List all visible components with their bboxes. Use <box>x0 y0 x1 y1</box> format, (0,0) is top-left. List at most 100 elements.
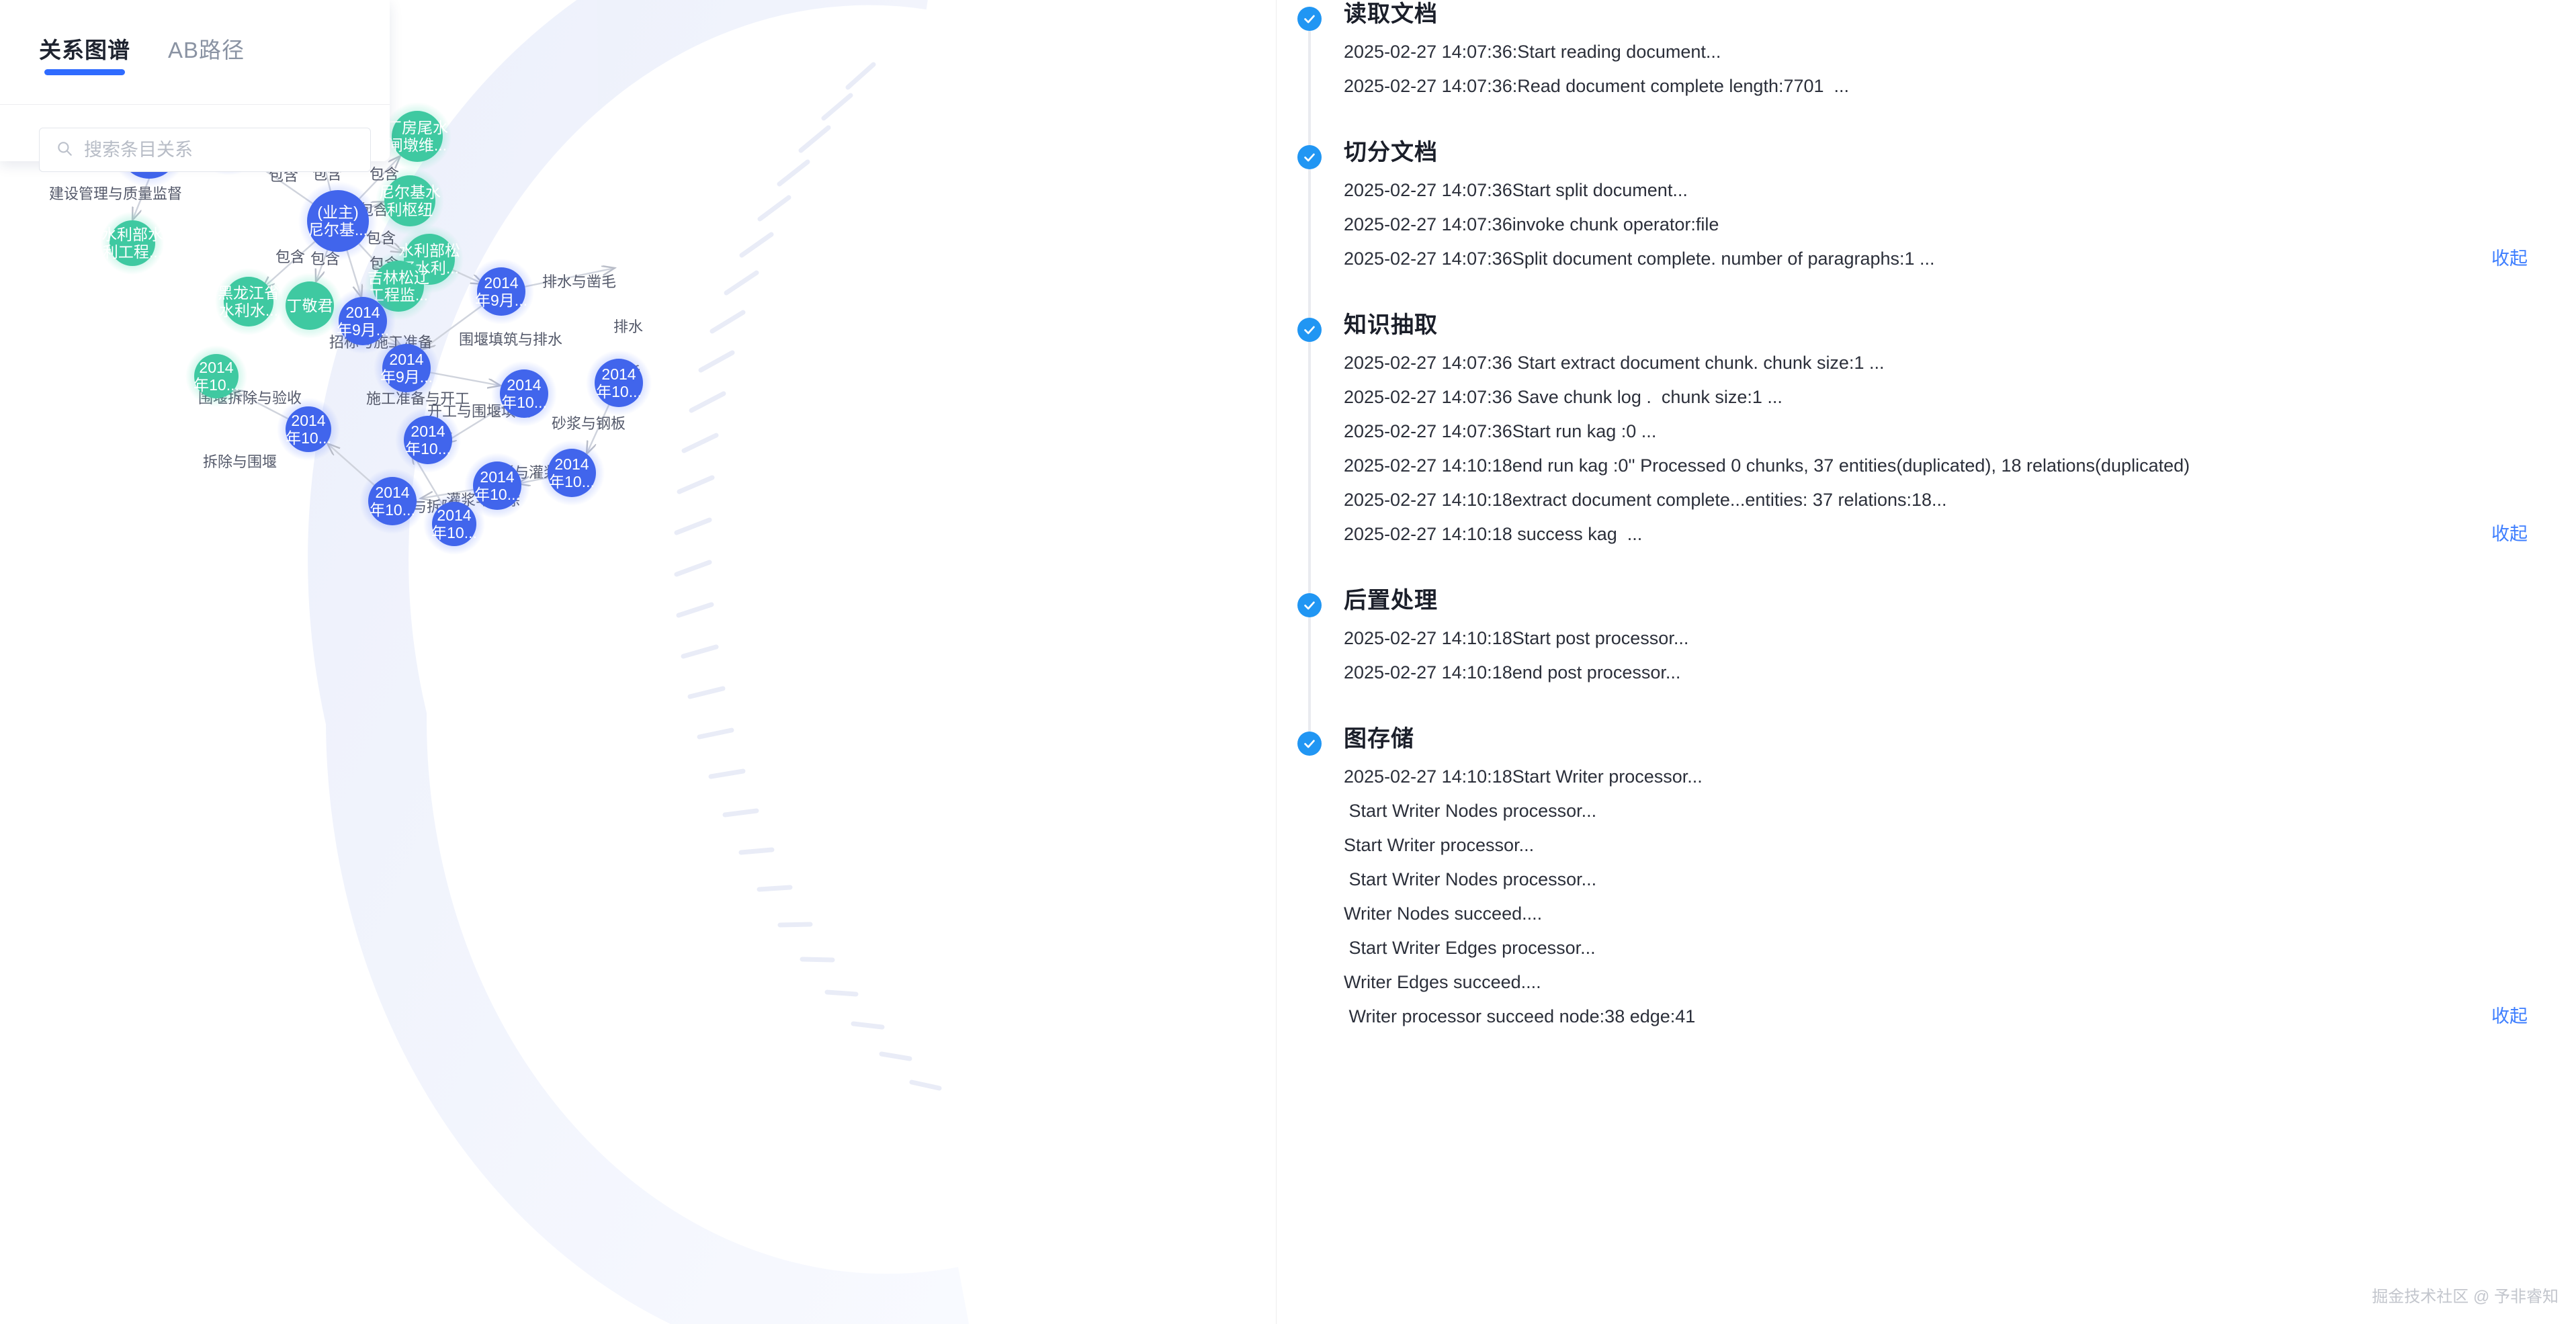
graph-node[interactable]: 2014年10... <box>491 361 557 427</box>
check-circle-icon <box>1297 145 1322 169</box>
node-label: 2014 <box>389 351 423 368</box>
node-label: 厂房尾水 <box>386 119 448 136</box>
node-label: 2014 <box>601 365 636 383</box>
pipeline-step: 后置处理 2025-02-27 14:10:18Start post proces… <box>1277 586 2576 725</box>
step-title: 切分文档 <box>1344 138 2576 164</box>
graph-tab-bar[interactable]: 关系图谱 AB路径 <box>39 32 245 75</box>
step-log-line: 2025-02-27 14:07:36Start split document.… <box>1344 181 2576 216</box>
step-log-line: 2025-02-27 14:10:18end post processor... <box>1344 664 2576 698</box>
collapse-link[interactable]: 收起 <box>2491 1008 2528 1026</box>
node-label: 2014 <box>437 506 471 524</box>
node-label: 吉林松辽 <box>368 269 429 286</box>
edge-label: 围堰填筑与排水 <box>459 331 562 348</box>
graph-node[interactable]: 厂房尾水闸墩维... <box>383 102 452 171</box>
node-label: 年9月... <box>475 292 527 309</box>
step-log-line: 2025-02-27 14:07:36 Save chunk log . chu… <box>1344 388 2576 423</box>
relation-graph-panel[interactable]: 技术负责人与技术支持施工与建设管理建设管理与质量监督包含包含包含包含包含包含包含… <box>0 0 1277 1324</box>
step-title: 后置处理 <box>1344 586 2576 612</box>
node-label: 年9月... <box>380 368 433 386</box>
check-circle-icon <box>1297 318 1322 342</box>
graph-node[interactable]: 2014年10... <box>539 440 605 506</box>
node-label: 2014 <box>480 468 514 486</box>
step-log-line: 2025-02-27 14:07:36Start run kag :0 ... <box>1344 423 2576 457</box>
collapse-link[interactable]: 收起 <box>2491 250 2528 268</box>
node-label: 利枢纽 <box>387 201 433 218</box>
graph-node[interactable]: 尼尔基水利枢纽 <box>376 167 444 235</box>
graph-node[interactable]: 2014年10... <box>277 398 340 461</box>
step-log-lines: 2025-02-27 14:10:18Start post processor.… <box>1344 629 2576 698</box>
node-label: (业主) <box>317 204 358 221</box>
edge-label: 砂浆与钢板 <box>552 415 626 432</box>
search-icon <box>40 140 73 161</box>
node-label: 2014 <box>375 484 409 501</box>
tab-ab-path[interactable]: AB路径 <box>168 32 245 75</box>
search-relation-box[interactable] <box>39 128 371 172</box>
node-label: 年10... <box>474 486 520 503</box>
decorative-arc-band <box>358 0 968 1324</box>
node-label: 年10... <box>194 376 239 394</box>
tab-divider <box>0 104 390 105</box>
step-log-line: 2025-02-27 14:10:18Start post processor.… <box>1344 629 2576 664</box>
step-log-line: 2025-02-27 14:07:36invoke chunk operator… <box>1344 216 2576 250</box>
node-label: 2014 <box>345 304 380 321</box>
graph-node[interactable]: 水利部水利工程... <box>101 212 164 275</box>
node-label: 2014 <box>199 359 233 376</box>
graph-node[interactable]: 2014年10... <box>586 350 652 416</box>
node-label: 2014 <box>507 376 541 394</box>
edge-label: 排水与凿毛 <box>542 273 616 290</box>
graph-node[interactable]: 黑龙江省水利水... <box>215 268 282 335</box>
graph-node[interactable]: 2014年10... <box>423 493 485 555</box>
step-log-line: 2025-02-27 14:07:36Split document comple… <box>1344 250 2576 284</box>
graph-node[interactable]: (业主)尼尔基... <box>298 181 378 261</box>
edge-label: 包含 <box>275 249 305 265</box>
node-label: 年10... <box>405 440 451 457</box>
node-label: 年9月... <box>337 321 389 339</box>
pipeline-steps-panel[interactable]: 读取文档 2025-02-27 14:07:36:Start reading do… <box>1277 0 2576 1324</box>
node-label: 闸墩维... <box>388 136 447 154</box>
pipeline-steps-list: 读取文档 2025-02-27 14:07:36:Start reading do… <box>1277 0 2576 1069</box>
graph-node[interactable]: 2014年10... <box>185 345 247 407</box>
step-log-line: Writer Nodes succeed.... <box>1344 905 2576 939</box>
node-label: 年10... <box>501 394 547 411</box>
edge-label: 拆除与围堰 <box>203 453 277 470</box>
tab-relation-graph[interactable]: 关系图谱 <box>39 32 130 75</box>
node-label: 丁敬君 <box>287 297 333 314</box>
step-title: 读取文档 <box>1344 0 2576 26</box>
pipeline-step: 读取文档 2025-02-27 14:07:36:Start reading do… <box>1277 0 2576 138</box>
check-circle-icon <box>1297 732 1322 756</box>
step-log-line: Start Writer Nodes processor... <box>1344 871 2576 905</box>
graph-node[interactable]: 2014年10... <box>395 407 461 473</box>
collapse-link[interactable]: 收起 <box>2491 525 2528 543</box>
step-log-line: 2025-02-27 14:07:36 Start extract docume… <box>1344 354 2576 388</box>
step-log-line: 2025-02-27 14:10:18Start Writer processo… <box>1344 768 2576 802</box>
step-log-line: Start Writer processor... <box>1344 836 2576 871</box>
step-spacer <box>1344 1042 2576 1069</box>
edge-label: 排水 <box>613 318 643 335</box>
graph-node[interactable]: 2014年10... <box>359 468 425 534</box>
graph-tab-card: 关系图谱 AB路径 <box>0 0 390 161</box>
step-connector-line <box>1308 23 1311 149</box>
step-log-line: Start Writer Nodes processor... <box>1344 802 2576 836</box>
graph-node[interactable]: 2014年9月... <box>374 335 439 401</box>
node-label: 年10... <box>596 383 642 400</box>
node-label: 水利水... <box>219 302 278 319</box>
node-label: 2014 <box>291 412 325 429</box>
node-label: 2014 <box>484 274 518 292</box>
node-label: 2014 <box>554 455 589 473</box>
step-log-line: 2025-02-27 14:07:36:Start reading docume… <box>1344 43 2576 77</box>
step-log-lines: 2025-02-27 14:07:36:Start reading docume… <box>1344 43 2576 112</box>
step-log-lines: 2025-02-27 14:07:36 Start extract docume… <box>1344 354 2576 560</box>
step-spacer <box>1344 698 2576 725</box>
pipeline-step: 切分文档 2025-02-27 14:07:36Start split docum… <box>1277 138 2576 311</box>
step-title: 图存储 <box>1344 725 2576 750</box>
step-log-line: 2025-02-27 14:07:36:Read document comple… <box>1344 77 2576 112</box>
node-label: 水利部水 <box>101 226 163 243</box>
node-label: 年10... <box>286 429 331 447</box>
step-connector-line <box>1308 609 1311 736</box>
search-input[interactable] <box>73 128 370 172</box>
step-spacer <box>1344 284 2576 311</box>
node-label: 利工程... <box>103 243 162 261</box>
pipeline-step: 知识抽取2025-02-27 14:07:36 Start extract do… <box>1277 311 2576 586</box>
knowledge-graph-canvas[interactable]: 技术负责人与技术支持施工与建设管理建设管理与质量监督包含包含包含包含包含包含包含… <box>0 0 1277 1324</box>
graph-node[interactable]: 2014年9月... <box>468 259 534 324</box>
